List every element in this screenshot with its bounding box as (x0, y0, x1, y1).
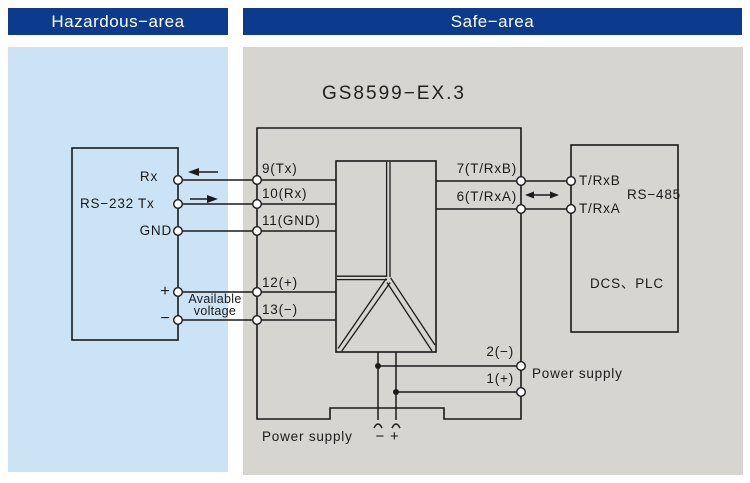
rs485-terminal-trxb: T/RxB (579, 173, 621, 188)
rx-direction-arrow (188, 168, 218, 176)
rs232-terminal-minus: − (160, 310, 170, 327)
rs232-device-box (71, 147, 179, 341)
rs232-terminal-tx: Tx (138, 196, 155, 211)
isolator-outer-box (256, 127, 522, 420)
hazardous-area-panel (8, 47, 228, 472)
terminal-label-11gnd: 11(GND) (262, 213, 321, 228)
power-supply-label-bottom: Power supply (262, 429, 353, 444)
wire-end-hook (391, 423, 401, 429)
terminal-label-7trxb: 7(T/RxB) (456, 161, 517, 176)
terminal-label-12plus: 12(+) (262, 275, 298, 290)
isolation-barrier-symbol (337, 162, 436, 352)
rs232-terminal-plus: + (160, 283, 170, 300)
terminal-label-2minus: 2(−) (486, 344, 514, 359)
hazardous-area-header: Hazardous−area (8, 8, 228, 35)
terminal-label-1plus: 1(+) (486, 371, 514, 386)
dcs-plc-label: DCS、PLC (590, 276, 664, 291)
tx-direction-arrow (190, 195, 218, 203)
terminal-label-13minus: 13(−) (262, 302, 298, 317)
junction-dot (375, 363, 381, 369)
terminal-label-10rx: 10(Rx) (262, 186, 308, 201)
junction-dot (393, 389, 399, 395)
wire-end-hook (373, 423, 383, 429)
rs485-bus-label: RS−485 (627, 187, 681, 202)
safe-area-panel (243, 47, 743, 475)
terminal-label-6trxa: 6(T/RxA) (456, 189, 517, 204)
safe-area-header: Safe−area (243, 8, 742, 35)
device-model-title: GS8599−EX.3 (321, 83, 466, 104)
isolation-symbol-box (335, 160, 437, 353)
rs485-device-box (570, 144, 679, 333)
bidirectional-arrow (525, 191, 559, 199)
rs232-terminal-gnd: GND (139, 223, 172, 238)
terminal-circles (172, 174, 577, 398)
rs232-terminal-rx: Rx (139, 169, 158, 184)
available-voltage-note: Available voltage (188, 292, 242, 318)
power-supply-label-right: Power supply (532, 366, 623, 381)
terminal-label-9tx: 9(Tx) (262, 161, 298, 176)
rs232-bus-label: RS−232 (80, 196, 134, 211)
power-wires (373, 352, 521, 429)
power-polarity-label: − + (375, 428, 400, 445)
rs485-terminal-trxa: T/RxA (579, 201, 621, 216)
